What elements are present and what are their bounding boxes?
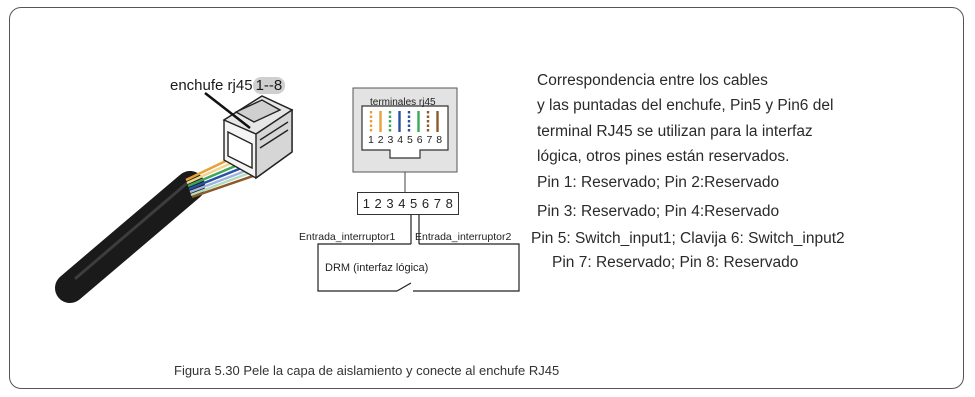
terminal-pin-numbers: 1 2 3 4 5 6 7 8 <box>368 134 443 146</box>
drm-switch-circuit <box>317 215 520 292</box>
rj45-plug-illustration <box>222 95 294 180</box>
terminal-title: terminales rj45 <box>370 97 436 108</box>
terminal-pin-wires <box>369 111 439 132</box>
figure-frame <box>9 7 964 389</box>
description-line: terminal RJ45 se utilizan para la interf… <box>537 123 813 140</box>
cable-illustration <box>55 156 257 303</box>
switch-input2-label: Entrada_interruptor2 <box>415 231 512 243</box>
description-line: y las puntadas del enchufe, Pin5 y Pin6 … <box>537 97 834 114</box>
plug-pointer-line <box>204 92 251 129</box>
pin-7-8-line: Pin 7: Reservado; Pin 8: Reservado <box>552 254 799 271</box>
drm-label: DRM (interfaz lógica) <box>325 262 429 274</box>
pin-row-box: 1 2 3 4 5 6 7 8 <box>357 192 459 215</box>
switch-input1-label: Entrada_interruptor1 <box>299 231 396 243</box>
description-line: Correspondencia entre los cables <box>537 72 768 89</box>
pin-1-2-line: Pin 1: Reservado; Pin 2:Reservado <box>537 174 780 191</box>
pin-5-6-line: Pin 5: Switch_input1; Clavija 6: Switch_… <box>531 230 845 247</box>
figure-caption: Figura 5.30 Pele la capa de aislamiento … <box>174 363 560 378</box>
pin-3-4-line: Pin 3: Reservado; Pin 4:Reservado <box>537 203 780 220</box>
description-line: lógica, otros pines están reservados. <box>537 148 790 165</box>
